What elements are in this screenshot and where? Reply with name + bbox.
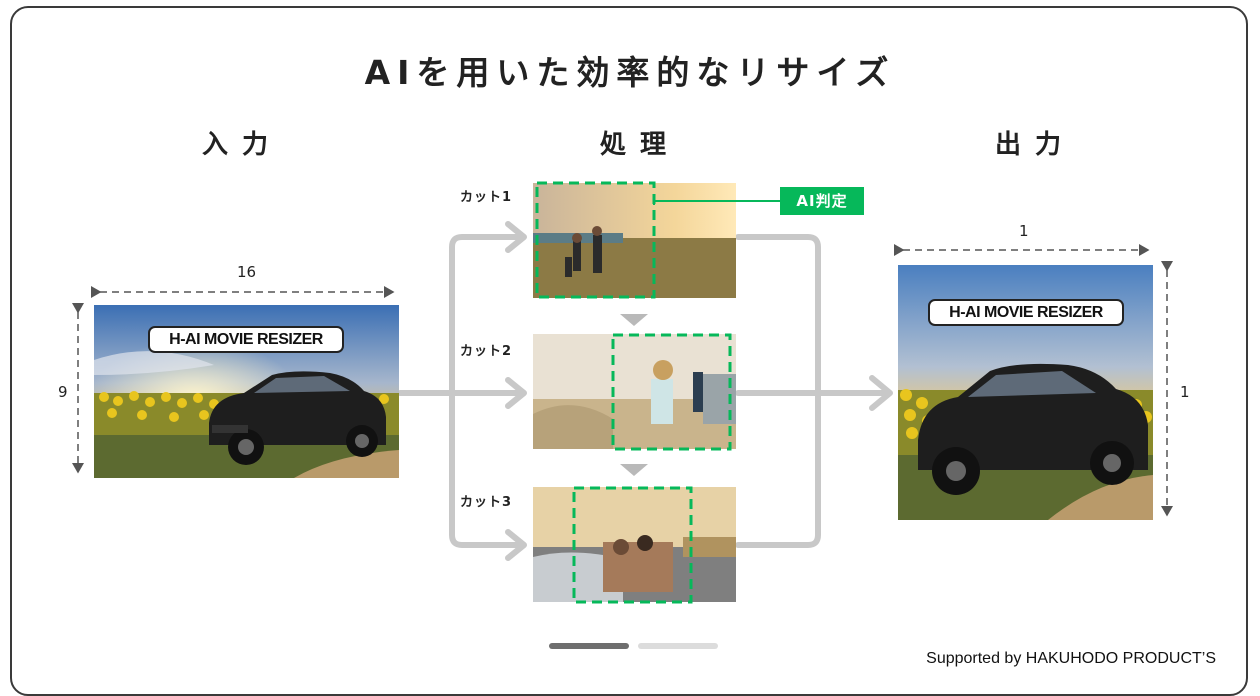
cut1-label: カット1 [460,190,513,205]
input-width-label: 16 [237,263,257,281]
input-video-frame: H-AI MOVIE RESIZER [94,305,399,478]
column-heading-input: 入力 [201,130,282,160]
input-height-label: 9 [58,383,68,401]
pager-dot-active[interactable] [549,643,629,649]
movie-resizer-logo-output: H-AI MOVIE RESIZER [928,299,1124,326]
movie-resizer-logo: H-AI MOVIE RESIZER [148,326,344,353]
pager-dot-inactive[interactable] [638,643,718,649]
cut2-label: カット2 [460,344,513,359]
credit-text: Supported by HAKUHODO PRODUCT’S [926,650,1216,667]
cut3-image [533,487,736,602]
running-girl-image [533,334,736,449]
page-title: AIを用いた効率的なリサイズ [364,53,896,92]
output-video-frame: H-AI MOVIE RESIZER [898,265,1153,520]
beach-family-image [533,183,736,298]
column-heading-process: 処理 [599,130,680,160]
output-width-label: 1 [1019,222,1029,240]
cut3-label: カット3 [460,495,513,510]
cut1-image [533,183,736,298]
convertible-family-image [533,487,736,602]
ai-judgement-badge: AI判定 [780,187,864,215]
cut2-image [533,334,736,449]
car-scene-image [94,305,399,478]
column-heading-output: 出力 [994,130,1075,160]
output-height-label: 1 [1180,383,1190,401]
